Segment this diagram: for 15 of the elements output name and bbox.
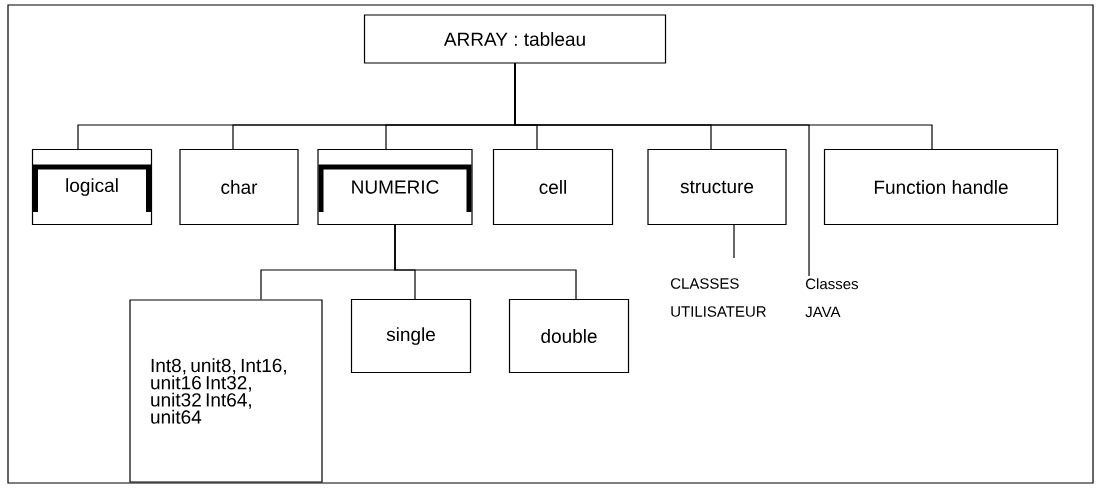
type-box: cell xyxy=(492,148,614,226)
type-box: single xyxy=(350,298,472,374)
type-box: NUMERIC xyxy=(317,148,473,226)
type-box: ARRAY : tableau xyxy=(363,14,667,64)
type-box: char xyxy=(179,148,299,226)
bare-label: CLASSES UTILISATEUR xyxy=(671,278,766,317)
connector-line xyxy=(514,63,933,150)
connector-line xyxy=(733,224,735,259)
type-box: Function handle xyxy=(823,148,1059,226)
type-box: structure xyxy=(647,148,787,226)
connector-line xyxy=(394,224,577,300)
type-box: logical xyxy=(31,148,153,226)
bare-label: Classes JAVA xyxy=(805,278,858,318)
type-box: double xyxy=(508,298,630,374)
type-box: Int8, unit8, Int16, unit16 Int32, unit32 Int64, unit64 xyxy=(129,299,323,483)
